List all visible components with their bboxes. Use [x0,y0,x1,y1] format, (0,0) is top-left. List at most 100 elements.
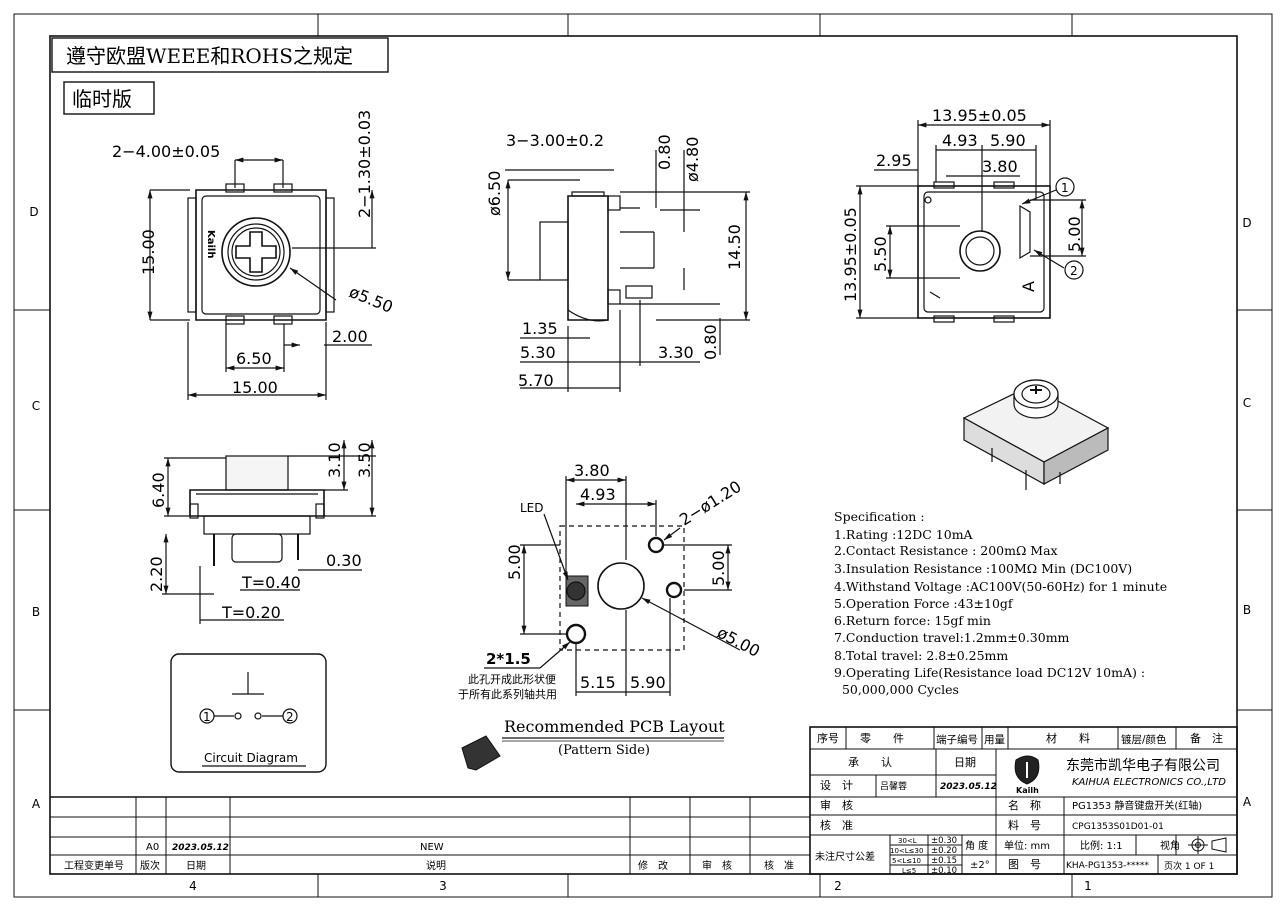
spec-item: 9.Operating Life(Resistance load DC12V 1… [834,665,1145,680]
header-no: 序号 [817,731,839,745]
tol-value: ±0.10 [931,866,957,876]
spec-title: Specification : [834,509,925,524]
slot-label: 2*1.5 [486,650,531,668]
dim-label: 15.00 [139,229,158,275]
material-label: 料 号 [1008,818,1041,832]
circuit-title: Circuit Diagram [204,751,298,765]
specification: Specification : 1.Rating :12DC 10mA 2.Co… [834,509,1167,697]
header-modify: 修 改 [638,859,668,872]
dim-label: 3.50 [355,442,374,478]
compliance-note: 遵守欧盟WEEE和ROHS之规定 [66,44,353,68]
tol-value: ±0.20 [931,846,957,856]
spec-item: 50,000,000 Cycles [834,682,959,697]
dim-label: 13.95±0.05 [932,106,1027,125]
name-label: 名 称 [1008,798,1041,812]
title-block-grid [809,726,1238,875]
rev-date: 2023.05.12 [172,843,229,853]
revision-grid [50,796,810,874]
row-label: D [1242,216,1251,230]
dim-label: 3.10 [325,442,344,478]
dim-label: 0.30 [326,551,362,570]
pcb-note: 于所有此系列轴共用 [458,687,557,701]
dim-label: 0.80 [701,324,720,360]
review-label: 审 核 [820,798,853,812]
header-change-no: 工程变更单号 [64,859,124,872]
angle-value: ±2° [970,860,990,871]
view-angle-label: 视角 [1160,839,1180,852]
company-cn: 东莞市凯华电子有限公司 [1066,757,1220,774]
dim-label: 5.00 [1065,216,1084,252]
company-en: KAIHUA ELECTRONICS CO.,LTD [1072,777,1226,788]
dim-label: 0.80 [655,134,674,170]
dim-label: 5.90 [990,131,1026,150]
dim-label: 5.00 [709,550,728,586]
circuit-diagram [170,653,327,773]
temp-version-box: 临时版 [63,81,155,115]
drawing-label: 图 号 [1008,858,1041,871]
tol-range: 30<L [898,837,917,845]
header-qty: 用量 [984,734,1005,746]
frame-labels: 4 3 2 1 D C B A D C B A [29,205,1252,893]
bottom-view-dims: 13.95±0.05 4.93 5.90 2.95 3.80 13.95±0.0… [841,106,1084,302]
dim-label: 2−ø1.20 [676,477,745,530]
dim-label: 2−4.00±0.05 [112,142,220,161]
date-label: 日期 [954,756,976,769]
tol-value: ±0.15 [931,856,957,866]
dim-label: ø6.50 [485,171,504,216]
logo-text: Kailh [1016,786,1039,795]
dim-label: 3−3.00±0.2 [506,131,604,150]
kailh-logo-icon [1014,755,1040,785]
front-view-dims: 6.40 3.10 3.50 2.20 0.30 T=0.40 T=0.20 [147,442,374,622]
row-label: A [1243,795,1252,809]
tol-range: L≤5 [902,867,916,875]
dim-label: 1.35 [522,319,558,338]
callout-marker: 1 [1061,181,1069,195]
pcb-subtitle: (Pattern Side) [558,743,650,758]
material-value: CPG1353S01D01-01 [1072,822,1164,832]
header-material: 材 料 [1046,731,1090,745]
dim-label: ø5.00 [714,623,763,661]
brand-mark: Kailh [205,230,216,258]
header-terminal: 端子编号 [936,733,978,746]
dim-label: 14.50 [725,224,744,270]
pin-label: 2 [286,710,294,724]
callout-marker: 2 [1070,264,1078,278]
bottom-view [856,120,1086,323]
unit: 单位: mm [1004,839,1050,852]
header-part: 零 件 [860,732,904,745]
drawing-frame [13,13,1273,898]
row-label: B [1243,603,1251,617]
header-description: 说明 [426,859,446,872]
side-view [505,150,750,392]
dim-label: 13.95±0.05 [841,207,860,302]
dim-label: 5.00 [505,544,524,580]
row-label: C [32,399,40,413]
pcb-layout-dims: 3.80 4.93 2−ø1.20 LED 5.00 5.00 ø5.00 5.… [458,461,763,758]
header-date: 日期 [186,860,206,872]
dim-label: 5.15 [580,673,616,692]
tol-range: 10<L≤30 [890,847,923,855]
circuit-labels: 1 2 Circuit Diagram [203,710,298,765]
dim-label: 4.93 [580,485,616,504]
dim-label: T=0.20 [221,603,281,622]
header-rev: 版次 [140,859,160,872]
dim-label: 2.20 [147,556,166,592]
col-label: 4 [189,879,197,893]
title-block-text: 序号 零 件 端子编号 用量 材 料 镀层/颜色 备 注 承 认 日期 设 计 … [815,731,1226,876]
dim-label: 2−1.30±0.03 [355,110,374,218]
dim-label: ø4.80 [683,137,702,182]
header-note: 备 注 [1190,731,1223,745]
rev-number: A0 [146,842,159,853]
side-view-dims: 3−3.00±0.2 0.80 ø4.80 ø6.50 14.50 1.35 5… [485,131,744,390]
dim-label: 5.90 [630,673,666,692]
dim-label: 3.80 [982,157,1018,176]
design-date: 2023.05.12 [940,782,997,792]
design-label: 设 计 [820,779,853,792]
projection-icon [1188,836,1227,854]
spec-item: 5.Operation Force :43±10gf [834,596,1014,611]
col-label: 2 [834,879,842,893]
pcb-note: 此孔开成此形状便 [468,672,556,686]
top-view-dims: 2−4.00±0.05 2−1.30±0.03 15.00 ø5.50 2.00… [112,110,396,397]
dim-label: 2.95 [876,151,912,170]
